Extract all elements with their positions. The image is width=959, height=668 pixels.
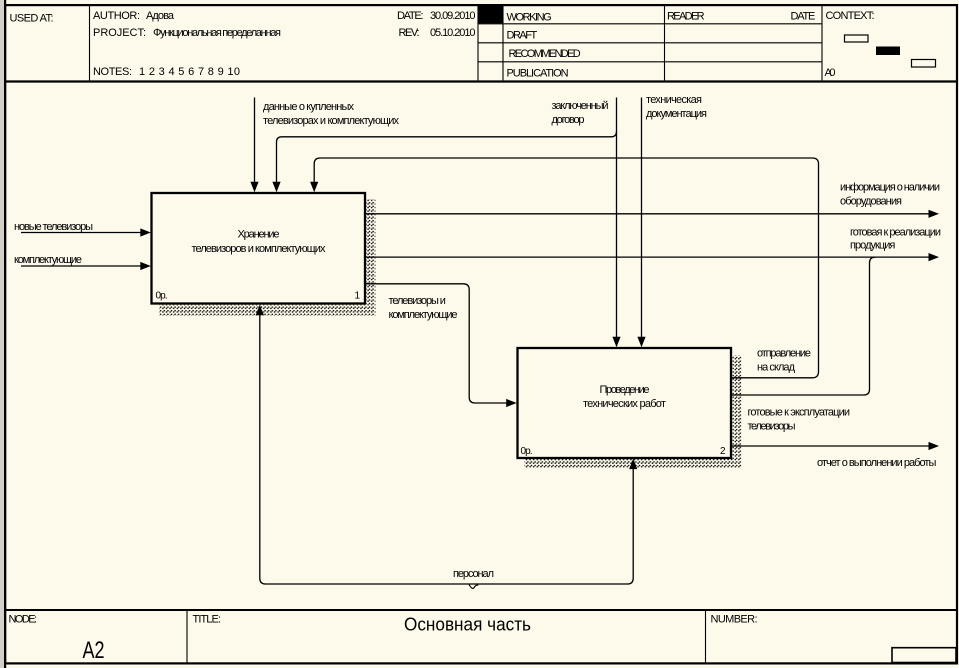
svg-text:технических работ: технических работ bbox=[583, 398, 666, 410]
svg-text:Основная часть: Основная часть bbox=[404, 614, 531, 635]
svg-text:REV:: REV: bbox=[399, 27, 420, 39]
svg-text:NUMBER:: NUMBER: bbox=[711, 614, 758, 626]
svg-text:телевизоров и комплектующих: телевизоров и комплектующих bbox=[192, 243, 327, 255]
svg-text:комплектующие: комплектующие bbox=[389, 309, 458, 321]
svg-text:техническая: техническая bbox=[646, 94, 702, 106]
svg-text:NODE:: NODE: bbox=[9, 614, 38, 626]
svg-text:оборудования: оборудования bbox=[840, 195, 902, 207]
svg-text:0р.: 0р. bbox=[521, 446, 533, 457]
svg-text:RECOMMENDED: RECOMMENDED bbox=[509, 48, 581, 60]
svg-text:заключенный: заключенный bbox=[552, 100, 609, 112]
svg-text:DRAFT: DRAFT bbox=[507, 29, 538, 41]
svg-text:Функциональная переделанная: Функциональная переделанная bbox=[153, 27, 281, 39]
svg-text:2: 2 bbox=[720, 446, 726, 457]
svg-text:телевизоры и: телевизоры и bbox=[389, 295, 446, 307]
svg-text:PROJECT:: PROJECT: bbox=[93, 27, 146, 39]
svg-text:A0: A0 bbox=[825, 67, 836, 79]
svg-text:продукция: продукция bbox=[850, 239, 895, 251]
svg-text:NOTES:: NOTES: bbox=[93, 66, 132, 78]
svg-text:1: 1 bbox=[354, 291, 360, 302]
svg-text:READER: READER bbox=[667, 11, 705, 23]
svg-text:телевизорах и комплектующих: телевизорах и комплектующих bbox=[263, 115, 400, 127]
svg-text:WORKING: WORKING bbox=[507, 11, 552, 23]
svg-text:CONTEXT:: CONTEXT: bbox=[826, 10, 875, 22]
svg-text:A2: A2 bbox=[83, 637, 105, 664]
svg-text:05.10.2010: 05.10.2010 bbox=[430, 27, 476, 39]
svg-text:Проведение: Проведение bbox=[600, 384, 650, 396]
svg-text:на склад: на склад bbox=[757, 361, 796, 373]
svg-text:DATE: DATE bbox=[791, 11, 816, 23]
svg-text:договор: договор bbox=[552, 114, 585, 126]
svg-text:30.09.2010: 30.09.2010 bbox=[430, 10, 476, 22]
svg-text:0р.: 0р. bbox=[156, 291, 168, 302]
svg-text:готовые к эксплуатации: готовые к эксплуатации bbox=[748, 406, 851, 418]
svg-text:персонал: персонал bbox=[453, 568, 494, 580]
svg-text:1 2 3 4 5 6 7 8 9 10: 1 2 3 4 5 6 7 8 9 10 bbox=[139, 66, 240, 78]
svg-text:комплектующие: комплектующие bbox=[14, 254, 82, 266]
svg-text:данные о купленных: данные о купленных bbox=[263, 101, 355, 113]
svg-text:USED AT:: USED AT: bbox=[10, 12, 54, 24]
svg-text:отчет о выполнении работы: отчет о выполнении работы bbox=[817, 457, 936, 469]
svg-text:DATE:: DATE: bbox=[397, 10, 424, 22]
svg-text:TITLE:: TITLE: bbox=[193, 614, 222, 626]
svg-text:телевизоры: телевизоры bbox=[748, 420, 796, 432]
svg-text:новые телевизоры: новые телевизоры bbox=[14, 221, 93, 233]
svg-text:PUBLICATION: PUBLICATION bbox=[507, 67, 569, 79]
svg-text:готовая к реализации: готовая к реализации bbox=[850, 226, 941, 238]
svg-text:AUTHOR:: AUTHOR: bbox=[93, 10, 140, 22]
svg-text:отправление: отправление bbox=[757, 347, 811, 359]
svg-text:Хранение: Хранение bbox=[238, 229, 280, 241]
svg-text:информация о наличии: информация о наличии bbox=[840, 181, 940, 193]
svg-text:Адова: Адова bbox=[146, 10, 175, 22]
svg-text:документация: документация bbox=[646, 108, 707, 120]
